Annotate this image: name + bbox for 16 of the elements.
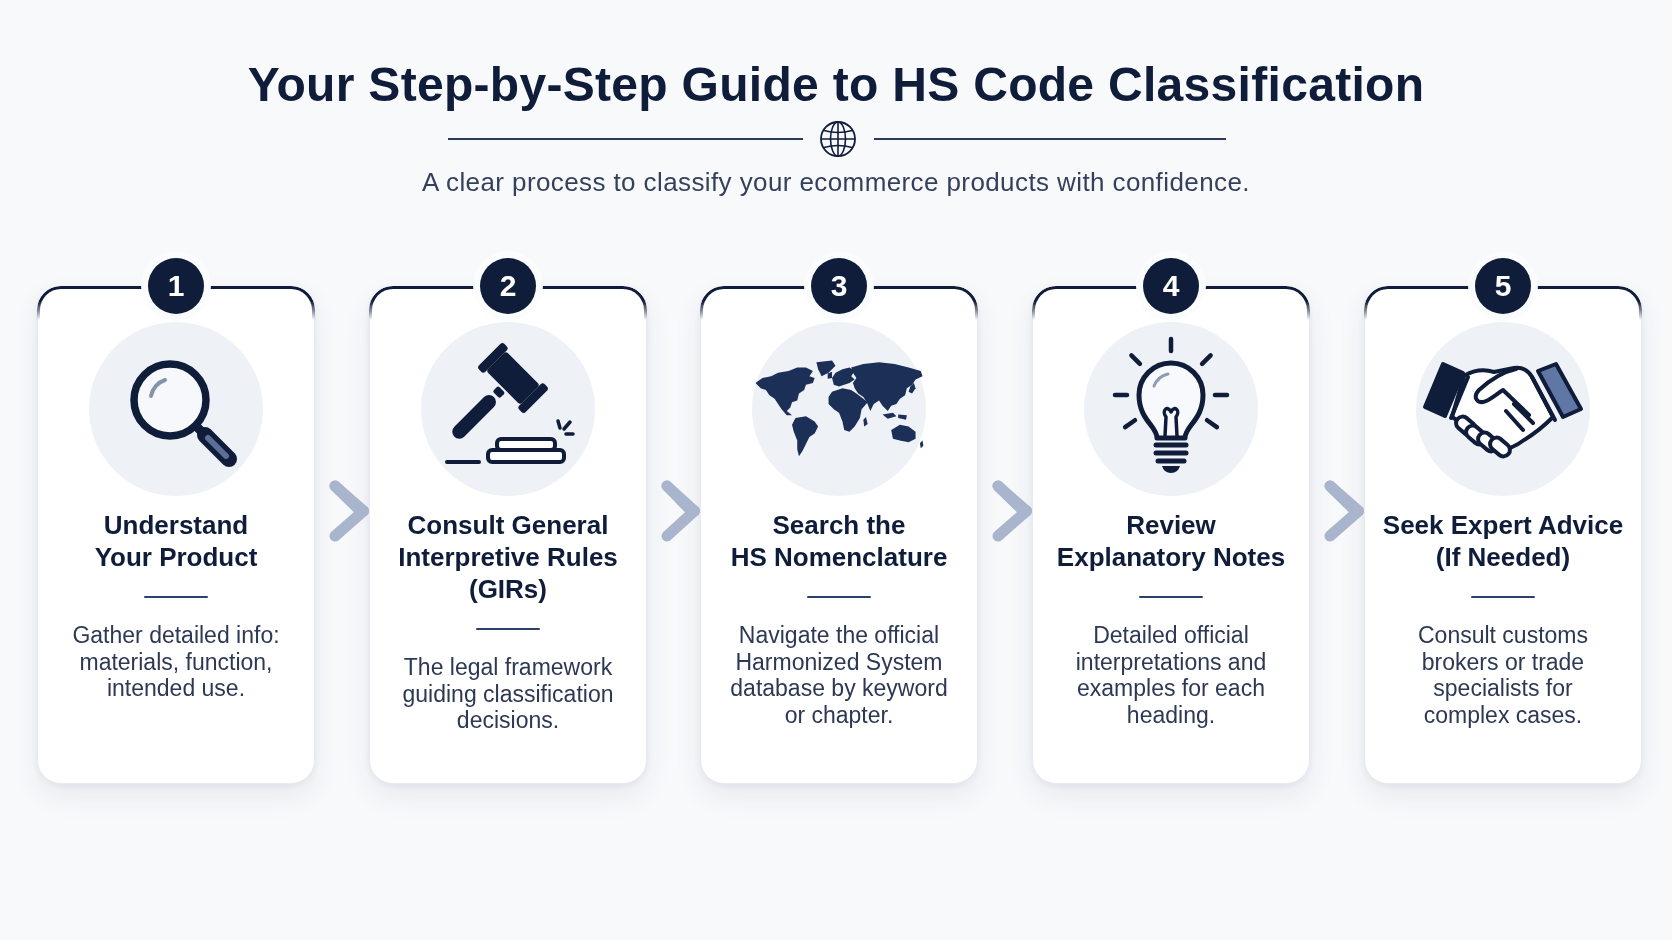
step-heading: Seek Expert Advice (If Needed) [1382,509,1624,573]
chevron-arrow [1324,480,1364,542]
step-heading: Review Explanatory Notes [1056,509,1286,573]
subtitle: A clear process to classify your ecommerce products with confidence. [422,166,1250,198]
step-heading: Search the HS Nomenclature [730,509,948,573]
chevron-arrow [329,480,369,542]
step-description: Consult customs brokers or trade specialists for complex cases. [1418,622,1588,729]
page-title: Your Step-by-Step Guide to HS Code Classification [247,57,1425,113]
step-description: Gather detailed info: materials, function, intended use. [72,622,280,703]
step-description: Detailed official interpretations and examples for each heading. [1075,622,1267,729]
step-heading: Consult General Interpretive Rules (GIRs) [398,509,618,605]
step-description: Navigate the official Harmonized System database by keyword or chapter. [730,622,948,729]
step-description: The legal framework guiding classification decisions. [402,654,614,735]
chevron-arrow [992,480,1032,542]
chevron-arrow [661,480,700,542]
step-heading: Understand Your Product [94,509,258,573]
